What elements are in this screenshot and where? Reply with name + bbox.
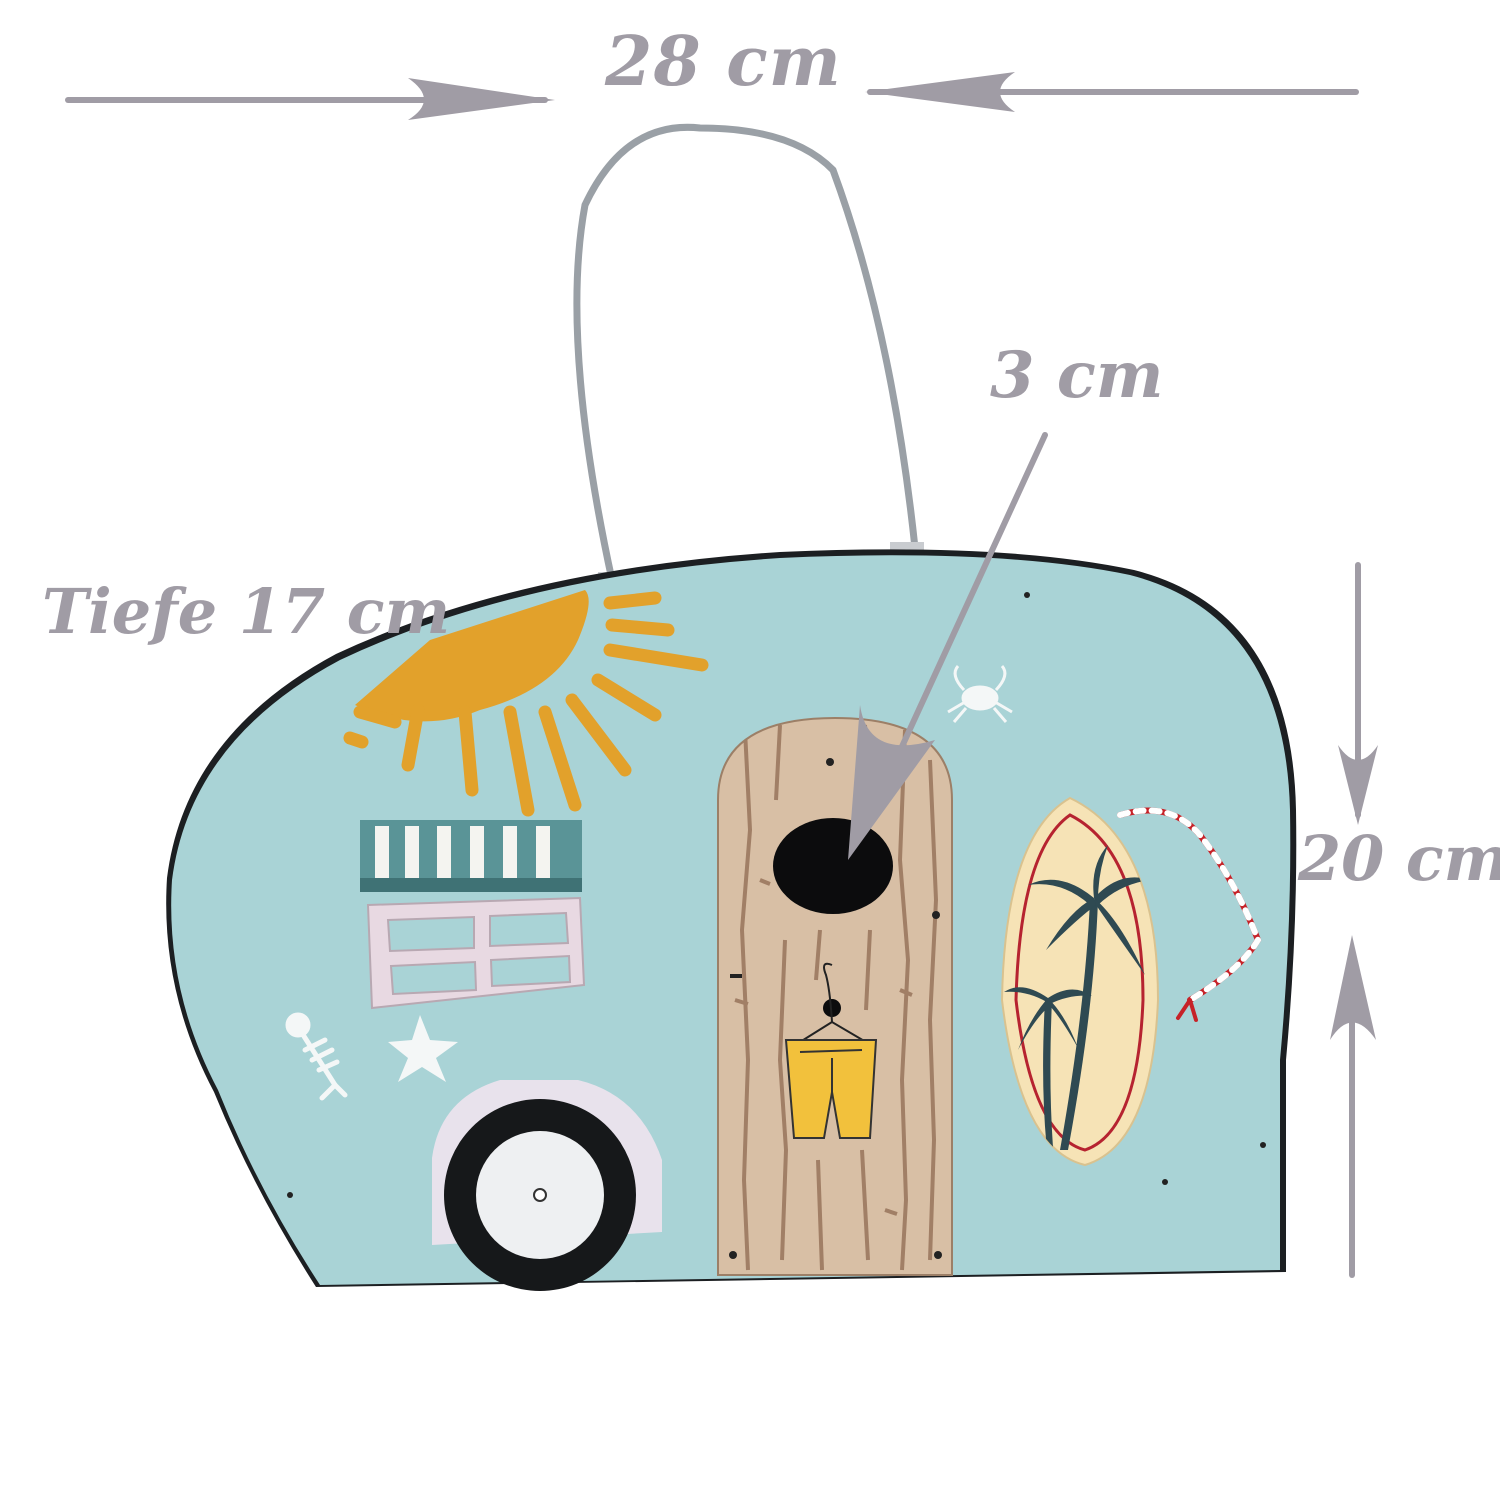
door <box>717 716 953 1276</box>
height-arrow-bottom <box>1330 935 1376 1278</box>
height-label: 20 cm <box>1298 822 1500 895</box>
hole-diameter-label: 3 cm <box>990 338 1164 413</box>
height-arrow-top <box>1338 562 1378 825</box>
sun-icon <box>343 590 709 817</box>
starfish-icon <box>388 1015 458 1082</box>
palm-tree-icon <box>1004 845 1150 1160</box>
swim-trunks-icon <box>784 1039 878 1139</box>
surfboard <box>1000 796 1262 1167</box>
wheel <box>432 1080 662 1291</box>
screw-dots <box>287 592 1266 1198</box>
width-label: 28 cm <box>605 22 842 102</box>
window-frame <box>366 896 586 1010</box>
width-arrow-right <box>865 72 1359 112</box>
crab-icon <box>947 665 1013 723</box>
fish-skeleton-icon <box>285 1012 348 1101</box>
surfboard-string <box>1117 807 1262 1022</box>
hole-arrow <box>848 432 1048 860</box>
entrance-hole <box>773 818 893 914</box>
hanging-rope <box>573 123 919 584</box>
awning <box>360 820 582 892</box>
width-arrow-left <box>65 78 555 120</box>
depth-label: Tiefe 17 cm <box>42 575 451 648</box>
